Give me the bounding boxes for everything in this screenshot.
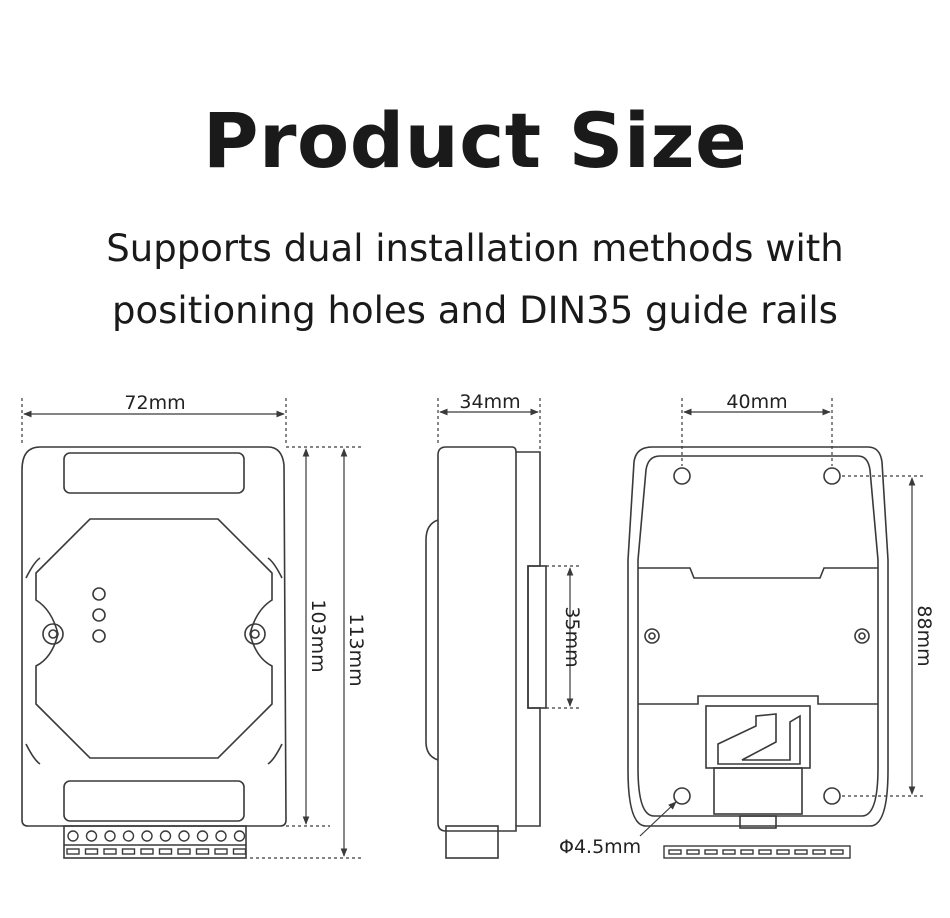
terminal-screw xyxy=(141,830,153,842)
dim-hole-diameter: Φ4.5mm xyxy=(559,836,641,858)
terminal-slot xyxy=(812,849,826,855)
front-center-panel xyxy=(35,518,273,759)
side-terminal xyxy=(445,825,499,859)
back-hole-bottom-right xyxy=(823,787,841,805)
terminal-slot xyxy=(704,849,718,855)
terminal-screw xyxy=(85,830,98,842)
led-2 xyxy=(92,608,106,622)
terminal-screw xyxy=(178,830,190,842)
terminal-slot xyxy=(758,849,772,855)
terminal-slot xyxy=(794,849,808,855)
dim-front-width: 72mm xyxy=(124,392,185,414)
terminal-slot xyxy=(84,848,99,855)
front-view xyxy=(21,446,287,859)
terminal-slot xyxy=(830,849,844,855)
side-body-outline xyxy=(437,446,541,832)
back-hole-top-left xyxy=(673,467,691,485)
terminal-slot xyxy=(214,848,228,855)
back-hole-bottom-left xyxy=(673,787,691,805)
dim-hole-spacing-horizontal: 40mm xyxy=(726,391,787,413)
back-rail-channel xyxy=(638,567,878,579)
terminal-screw xyxy=(215,830,227,842)
terminal-screw xyxy=(104,830,116,842)
back-terminal-block xyxy=(663,845,851,859)
terminal-slot xyxy=(776,849,790,855)
terminal-slot xyxy=(740,849,754,855)
subtitle-line-1: Supports dual installation methods with xyxy=(106,227,844,270)
terminal-screw xyxy=(67,830,79,842)
dim-rail-width: 35mm xyxy=(561,606,583,667)
terminal-slot xyxy=(121,848,136,855)
back-screw-left xyxy=(644,628,660,644)
led-3 xyxy=(92,629,106,643)
terminal-slot xyxy=(195,848,210,855)
terminal-slot xyxy=(177,848,191,855)
terminal-slot xyxy=(158,848,173,855)
terminal-slot xyxy=(686,849,700,855)
terminal-slot xyxy=(66,848,80,855)
back-view xyxy=(627,446,889,829)
front-screw-right xyxy=(244,623,266,645)
subtitle-line-2: positioning holes and DIN35 guide rails xyxy=(112,289,838,332)
terminal-slot xyxy=(140,848,154,855)
back-hole-top-right xyxy=(823,467,841,485)
side-view xyxy=(425,446,547,859)
led-1 xyxy=(92,587,106,601)
back-body-outline xyxy=(627,446,889,827)
dim-front-inner-height: 103mm xyxy=(307,599,329,672)
terminal-slot xyxy=(722,849,736,855)
front-terminal-holes xyxy=(66,830,247,855)
terminal-slot xyxy=(668,849,682,855)
terminal-screw xyxy=(122,830,135,842)
dim-hole-spacing-vertical: 88mm xyxy=(913,605,935,666)
page-title: Product Size xyxy=(202,96,748,185)
side-rail-clip xyxy=(527,565,547,709)
terminal-screw xyxy=(196,830,209,842)
front-screw-left xyxy=(42,623,64,645)
terminal-screw xyxy=(159,830,172,842)
front-body-outline xyxy=(21,446,287,827)
terminal-slot xyxy=(232,848,247,855)
front-top-window xyxy=(63,452,245,494)
page-subtitle: Supports dual installation methods with … xyxy=(0,218,950,342)
back-terminal-slots xyxy=(663,845,851,859)
front-bottom-window xyxy=(63,780,245,822)
dim-side-depth: 34mm xyxy=(459,391,520,413)
front-terminal-block xyxy=(63,825,247,859)
terminal-screw xyxy=(233,830,246,842)
front-dimensions xyxy=(21,398,362,859)
dim-front-total-height: 113mm xyxy=(345,613,367,686)
terminal-slot xyxy=(103,848,117,855)
back-dimensions xyxy=(639,398,924,837)
side-dimensions xyxy=(437,398,580,709)
back-screw-right xyxy=(854,628,870,644)
